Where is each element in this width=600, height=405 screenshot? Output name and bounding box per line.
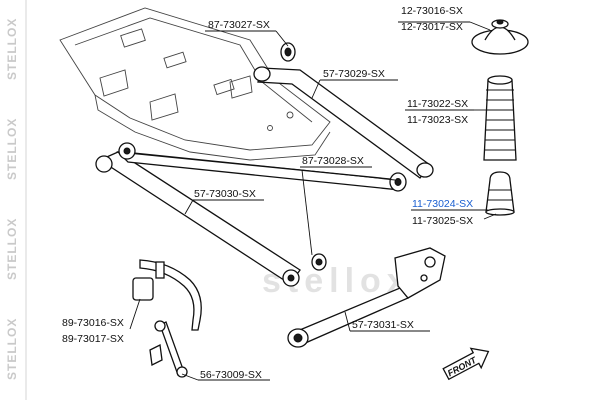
watermark-text: STELLOX [5, 118, 19, 180]
bushing-87-73028-d [282, 269, 300, 287]
watermark-text: STELLOX [5, 18, 19, 80]
upper-control-arm [253, 66, 434, 179]
part-number-89-73017[interactable]: 89-73017-SX [62, 333, 124, 345]
part-number-12-73016[interactable]: 12-73016-SX [401, 5, 463, 17]
part-number-57-73029[interactable]: 57-73029-SX [323, 68, 385, 80]
part-number-57-73031[interactable]: 57-73031-SX [352, 319, 414, 331]
bushing-87-73027 [280, 42, 296, 62]
watermark-strip: STELLOX STELLOX STELLOX STELLOX [5, 0, 27, 400]
part-labels: 87-73027-SX 12-73016-SX 12-73017-SX 57-7… [62, 5, 473, 381]
bump-stop [485, 171, 515, 216]
front-direction-arrow: FRONT [442, 347, 490, 381]
part-number-11-73024[interactable]: 11-73024-SX [412, 198, 473, 210]
lateral-link [287, 247, 446, 348]
dust-boot [483, 75, 517, 161]
strut-mount [471, 19, 529, 55]
part-number-12-73017[interactable]: 12-73017-SX [401, 21, 463, 33]
bushing-87-73028-b [389, 172, 407, 192]
watermark-text: STELLOX [5, 218, 19, 280]
part-number-89-73016[interactable]: 89-73016-SX [62, 317, 124, 329]
part-number-87-73027[interactable]: 87-73027-SX [208, 19, 270, 31]
bushing-87-73028-a [118, 142, 136, 160]
subframe-panel [59, 7, 331, 161]
stabilizer-link [149, 320, 188, 378]
part-number-87-73028[interactable]: 87-73028-SX [302, 155, 364, 167]
part-number-57-73030[interactable]: 57-73030-SX [194, 188, 256, 200]
part-number-56-73009[interactable]: 56-73009-SX [200, 369, 262, 381]
part-number-11-73023[interactable]: 11-73023-SX [407, 114, 468, 126]
stabilizer-bar [132, 259, 202, 331]
bushing-87-73028-c [311, 253, 327, 271]
part-number-11-73025[interactable]: 11-73025-SX [412, 215, 473, 227]
leader-lines [129, 21, 497, 381]
part-number-11-73022[interactable]: 11-73022-SX [407, 98, 468, 110]
watermark-text: STELLOX [5, 318, 19, 380]
